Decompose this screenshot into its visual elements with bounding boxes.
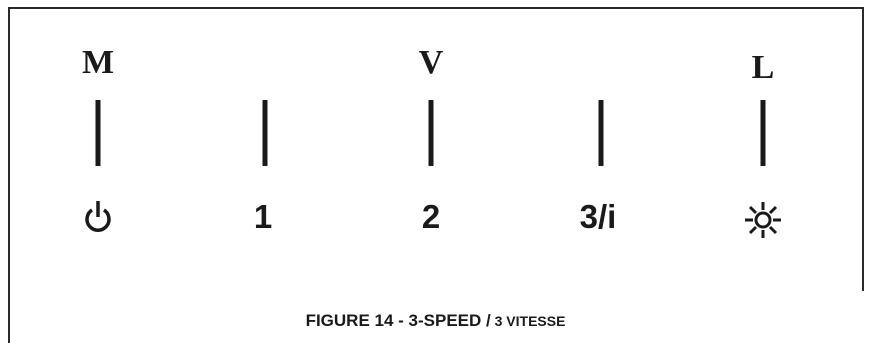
tick-speed-1 xyxy=(262,100,268,166)
label-v: V xyxy=(418,44,444,81)
figure-caption: FIGURE 14 - 3-SPEED / 3 VITESSE xyxy=(0,312,871,329)
tick-speed-3 xyxy=(598,100,604,166)
frame-left-border xyxy=(8,7,10,343)
tick-power xyxy=(95,100,101,166)
caption-small: 3 VITESSE xyxy=(490,313,566,329)
label-l: L xyxy=(751,49,775,86)
power-icon xyxy=(82,199,114,240)
speed-2-label: 2 xyxy=(421,198,441,235)
tick-light xyxy=(760,100,766,166)
tick-speed-2 xyxy=(428,100,434,166)
caption-main: FIGURE 14 - 3-SPEED / xyxy=(305,311,491,330)
label-m: M xyxy=(81,44,115,81)
light-icon xyxy=(743,200,783,245)
speed-1-label: 1 xyxy=(253,198,273,235)
frame-right-border xyxy=(862,7,864,291)
speed-3-label: 3/i xyxy=(579,198,617,235)
frame-top-border xyxy=(8,7,864,9)
